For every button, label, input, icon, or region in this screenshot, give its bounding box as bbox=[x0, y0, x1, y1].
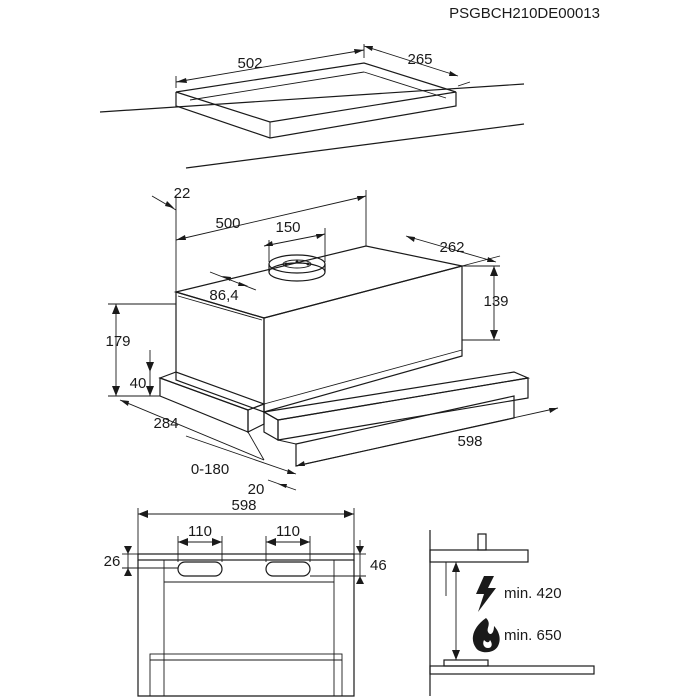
total-height-label: 179 bbox=[105, 333, 130, 350]
outlet-width-label: 150 bbox=[275, 219, 300, 236]
clearance-drawing bbox=[429, 530, 595, 696]
body-height-label: 139 bbox=[483, 293, 508, 310]
clearance-electric-label: min. 420 bbox=[504, 585, 562, 602]
lightning-icon bbox=[476, 576, 496, 612]
panel-thickness-label: 20 bbox=[248, 481, 265, 498]
front-view-width-label: 598 bbox=[231, 497, 256, 514]
cutout-width-label: 502 bbox=[237, 55, 262, 72]
hole-right-label: 110 bbox=[276, 523, 300, 540]
front-height-label: 40 bbox=[130, 375, 147, 392]
flame-icon bbox=[472, 618, 500, 653]
unit-width-label: 500 bbox=[215, 215, 240, 232]
cutout-depth-label: 265 bbox=[407, 51, 432, 68]
front-depth-label: 284 bbox=[153, 415, 178, 432]
hood-unit-drawing bbox=[108, 190, 559, 491]
gap-top-label: 22 bbox=[174, 185, 191, 202]
unit-depth-label: 262 bbox=[439, 239, 464, 256]
hole-left-label: 110 bbox=[188, 523, 212, 540]
front-width-label: 598 bbox=[457, 433, 482, 450]
outlet-offset-label: 86,4 bbox=[209, 287, 238, 304]
pullout-label: 0-180 bbox=[191, 461, 229, 478]
cutout-drawing bbox=[99, 44, 525, 169]
clearance-gas-label: min. 650 bbox=[504, 627, 562, 644]
front-view-drawing bbox=[122, 508, 366, 697]
right-offset-label: 46 bbox=[370, 557, 387, 574]
document-code: PSGBCH210DE00013 bbox=[449, 5, 600, 22]
left-offset-label: 26 bbox=[104, 553, 121, 570]
